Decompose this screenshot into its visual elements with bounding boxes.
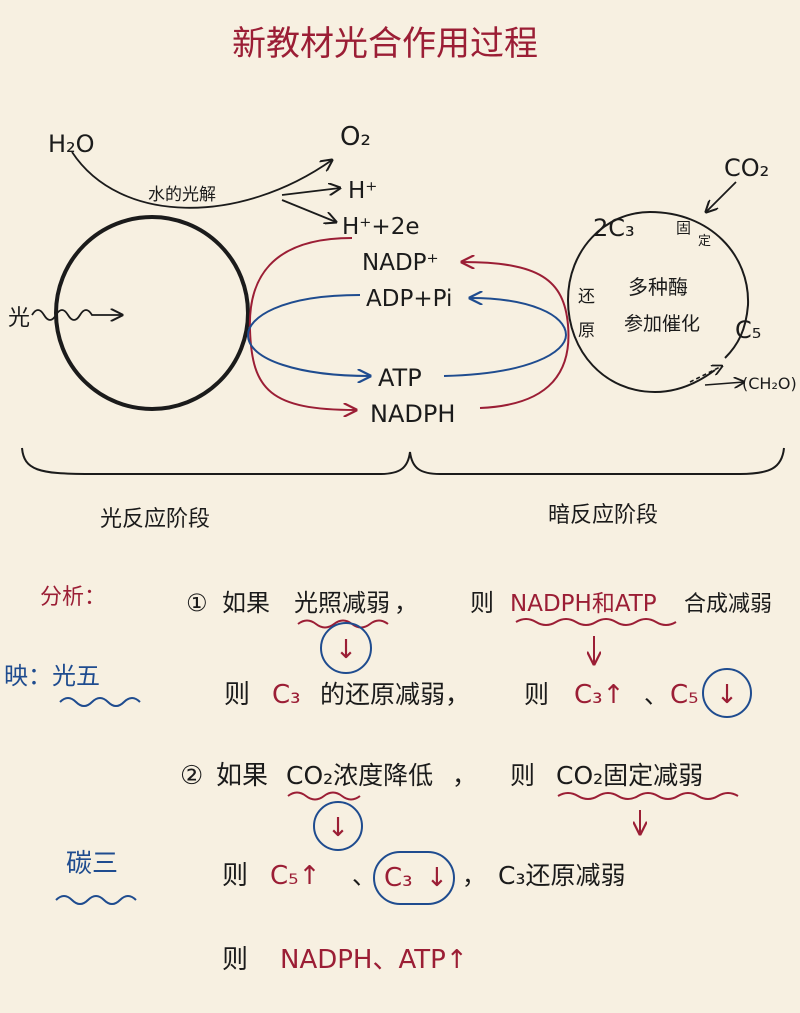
case2-line2-rest: C₃还原减弱 xyxy=(498,861,625,890)
case2-down-arrow: ↓ xyxy=(327,813,349,843)
h2o-label: H₂O xyxy=(48,130,95,158)
dark-stage-label: 暗反应阶段 xyxy=(548,503,658,528)
light-stage-label: 光反应阶段 xyxy=(100,507,210,532)
water-photolysis-label: 水的光解 xyxy=(148,185,216,205)
case2-c3-circle xyxy=(373,851,455,905)
nadp-plus-label: NADP⁺ xyxy=(362,250,439,276)
case1-prefix: 如果 xyxy=(222,589,270,617)
fixation-label-2: 定 xyxy=(698,234,711,249)
case1-condition-underline xyxy=(297,619,389,629)
co2-fixation-arrow xyxy=(706,181,737,212)
co2-label: CO₂ xyxy=(724,154,769,182)
case1-down-arrow: ↓ xyxy=(335,635,357,665)
adp-pi-label: ADP+Pi xyxy=(366,286,452,312)
case2-effect-underline xyxy=(557,792,739,800)
case2-line2-c5-up: C₅↑ xyxy=(270,861,320,891)
case2-comma: ， xyxy=(452,761,477,790)
reduction-label-2: 原 xyxy=(578,321,595,341)
calvin-cycle-circle xyxy=(566,211,750,394)
adp-to-atp-arrow xyxy=(246,294,370,376)
case1-effect: NADPH和ATP xyxy=(510,591,657,617)
case1-then: 则 xyxy=(470,589,494,617)
light-wave-arrow xyxy=(31,310,122,320)
case1-line2-c3-up: C₃↑ xyxy=(574,680,624,710)
case2-num: ② xyxy=(180,761,203,791)
case1-effect-suffix: 合成减弱 xyxy=(684,592,772,617)
case1-num: ① xyxy=(186,589,208,617)
atp-to-adp-arrow xyxy=(443,298,568,377)
water-photolysis-arrow xyxy=(71,151,332,209)
case2-down-circle xyxy=(313,801,363,851)
case1-comma: ， xyxy=(394,589,418,617)
atp-label: ATP xyxy=(378,364,422,392)
case2-line2-sep: 、 xyxy=(352,862,376,890)
case1-c5-circle xyxy=(702,668,752,718)
o2-label: O₂ xyxy=(340,122,371,152)
light-label: 光 xyxy=(8,306,30,331)
nadph-to-dark-arrow xyxy=(462,262,570,409)
nadp-to-thylakoid-arrow xyxy=(248,237,356,410)
case2-line2-then: 则 xyxy=(222,861,248,891)
ch2o-arrow xyxy=(704,382,744,385)
case1-effect-underline xyxy=(515,618,677,626)
case2-condition: CO₂浓度降低 xyxy=(286,761,433,790)
page-title: 新教材光合作用过程 xyxy=(232,24,538,64)
case2-condition-underline xyxy=(287,791,361,801)
case1-line2-then2: 则 xyxy=(524,680,549,709)
case2-then: 则 xyxy=(510,761,535,790)
reduction-label-1: 还 xyxy=(578,287,595,307)
analysis-heading: 分析： xyxy=(40,585,106,610)
h-plus-2e-arrow xyxy=(281,199,336,222)
case1-line2-c5-down: ↓ xyxy=(716,680,738,710)
c5-label: C₅ xyxy=(735,316,761,344)
case2-effect: CO₂固定减弱 xyxy=(556,761,703,790)
case2-line2-c3: C₃ xyxy=(384,863,413,893)
h-plus-2e-label: H⁺+2e xyxy=(342,214,420,240)
side-note-1-squiggle xyxy=(59,697,141,707)
thylakoid-circle xyxy=(54,215,250,411)
case1-line2-c5: C₅ xyxy=(670,680,699,710)
case1-down-circle xyxy=(320,622,372,674)
cycle-arrow-bottom xyxy=(689,366,722,383)
ch2o-label: (CH₂O) xyxy=(742,374,797,393)
enzymes-label-2: 参加催化 xyxy=(624,313,700,335)
side-note-1: 映：光五 xyxy=(4,662,100,690)
case2-line3-text: NADPH、ATP↑ xyxy=(280,945,468,975)
side-note-2-squiggle xyxy=(55,895,137,905)
side-note-2: 碳三 xyxy=(66,849,118,879)
fixation-label-1: 固 xyxy=(676,219,691,237)
h-plus-label: H⁺ xyxy=(348,178,377,204)
case1-line2-text: 的还原减弱， xyxy=(320,680,470,709)
case2-line3-then: 则 xyxy=(222,945,248,975)
enzymes-label-1: 多种酶 xyxy=(628,275,688,299)
stage-brace xyxy=(21,447,785,475)
case1-condition: 光照减弱 xyxy=(294,589,390,617)
case1-line2-c3: C₃ xyxy=(272,680,301,710)
case2-prefix: 如果 xyxy=(216,761,268,791)
case1-line2-then: 则 xyxy=(224,680,250,710)
nadph-label: NADPH xyxy=(370,400,455,428)
case2-line2-comma: ， xyxy=(462,862,486,890)
two-c3-label: 2C₃ xyxy=(593,214,635,242)
h-plus-arrow xyxy=(281,188,340,196)
case2-line2-c3-down: ↓ xyxy=(426,863,448,893)
case1-line2-sep: 、 xyxy=(644,681,668,709)
